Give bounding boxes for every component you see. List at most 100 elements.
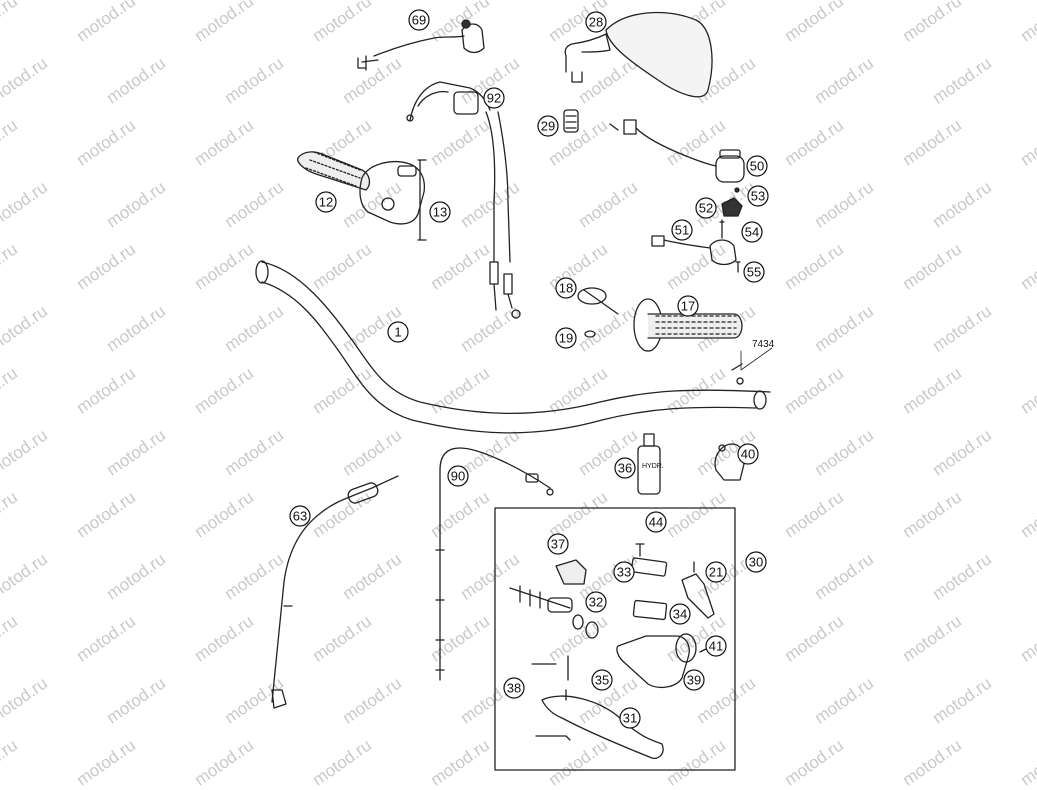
callout-clutch-lever: 31	[619, 707, 641, 729]
callout-circle	[503, 677, 525, 699]
callout-circle	[747, 185, 769, 207]
callout-circle	[585, 11, 607, 33]
callout-cable-tie: 18	[555, 277, 577, 299]
callout-circle	[737, 443, 759, 465]
callout-circle	[677, 295, 699, 317]
callout-circle	[555, 277, 577, 299]
reference-note: 7434	[752, 339, 775, 350]
callout-number: 28	[589, 15, 603, 30]
callout-number: 34	[673, 607, 687, 622]
callout-number: 39	[687, 673, 701, 688]
svg-text:HYDR.: HYDR.	[642, 463, 664, 470]
callout-circle	[447, 465, 469, 487]
callout-circle	[743, 261, 765, 283]
callout-throttle-assembly: 13	[429, 201, 451, 223]
switch-drawing	[609, 119, 745, 183]
callout-clutch-cable: 90	[447, 465, 469, 487]
choke-cable-drawing	[271, 475, 399, 709]
callout-circle	[315, 191, 337, 213]
callout-number: 35	[595, 673, 609, 688]
callout-number: 54	[745, 225, 759, 240]
oil-bottle-drawing: HYDR.	[637, 433, 664, 495]
handlebar-drawing	[255, 260, 771, 434]
callout-reservoir-cover: 33	[613, 561, 635, 583]
callout-circle	[705, 635, 727, 657]
throttle-grip-drawing	[297, 151, 427, 241]
callout-start-button: 69	[408, 9, 430, 31]
callout-number: 19	[559, 331, 573, 346]
callout-lever-bolt: 38	[503, 677, 525, 699]
callout-circle	[289, 505, 311, 527]
cable-tie-drawing	[577, 287, 619, 315]
callout-number: 21	[709, 565, 723, 580]
clutch-assembly-parts	[509, 543, 715, 760]
callout-nut: 53	[747, 185, 769, 207]
callout-diaphragm: 34	[669, 603, 691, 625]
callout-clamp-ring: 40	[737, 443, 759, 465]
switch-clamp-drawing	[721, 187, 743, 217]
callout-circle	[683, 669, 705, 691]
callout-circle	[741, 221, 763, 243]
callout-bolt: 41	[705, 635, 727, 657]
callout-number: 33	[617, 565, 631, 580]
callout-lever-pin: 21	[705, 561, 727, 583]
callout-switch-clamp: 52	[695, 197, 717, 219]
callout-master-cylinder: 39	[683, 669, 705, 691]
callout-number: 36	[618, 461, 632, 476]
callout-screw-tiny: 55	[743, 261, 765, 283]
callout-number: 53	[751, 189, 765, 204]
callout-circle	[705, 561, 727, 583]
clutch-assembly-frame	[494, 507, 736, 771]
callout-circle	[408, 9, 430, 31]
callout-throttle-cables: 92	[483, 87, 505, 109]
callout-number: 90	[451, 469, 465, 484]
start-button-drawing	[357, 19, 485, 71]
callout-number: 51	[675, 223, 689, 238]
callout-circle	[613, 561, 635, 583]
callout-circle	[483, 87, 505, 109]
callout-left-grip: 17	[677, 295, 699, 317]
callout-number: 18	[559, 281, 573, 296]
callout-number: 69	[412, 13, 426, 28]
callout-number: 40	[741, 447, 755, 462]
callout-circle	[645, 511, 667, 533]
callout-circle	[585, 591, 607, 613]
clutch-cable-drawing	[435, 447, 554, 681]
callout-circle	[695, 197, 717, 219]
callout-number: 1	[394, 325, 401, 340]
callout-circle	[537, 115, 559, 137]
callout-number: 30	[749, 555, 763, 570]
throttle-cables-drawing	[406, 81, 521, 319]
callout-spring: 35	[591, 669, 613, 691]
callout-number: 37	[551, 537, 565, 552]
callout-mirror-adapter: 29	[537, 115, 559, 137]
callout-number: 29	[541, 119, 555, 134]
callout-number: 31	[623, 711, 637, 726]
callout-clutch-master-assembly: 30	[745, 551, 767, 573]
leader-lines	[740, 347, 773, 371]
callout-number: 50	[750, 159, 764, 174]
callout-screw: 44	[645, 511, 667, 533]
callout-circle	[619, 707, 641, 729]
callout-circle	[429, 201, 451, 223]
clamp-ring-drawing	[714, 443, 746, 481]
left-grip-drawing	[633, 298, 743, 352]
callout-circle	[555, 327, 577, 349]
callout-throttle-grip: 12	[315, 191, 337, 213]
callout-layer: 1121317181921282930313233343536373839404…	[289, 9, 769, 729]
callout-number: 12	[319, 195, 333, 210]
callout-circle	[745, 551, 767, 573]
callout-number: 13	[433, 205, 447, 220]
callout-clip: 19	[555, 327, 577, 349]
callout-kill-switch: 51	[671, 219, 693, 241]
callout-switch: 50	[746, 155, 768, 177]
reference-label: 7434	[752, 339, 775, 350]
callout-circle	[547, 533, 569, 555]
callout-circle	[387, 321, 409, 343]
callout-circle	[746, 155, 768, 177]
kill-switch-drawing	[651, 219, 741, 273]
callout-number: 38	[507, 681, 521, 696]
mirror-adapter-drawing	[563, 109, 579, 133]
